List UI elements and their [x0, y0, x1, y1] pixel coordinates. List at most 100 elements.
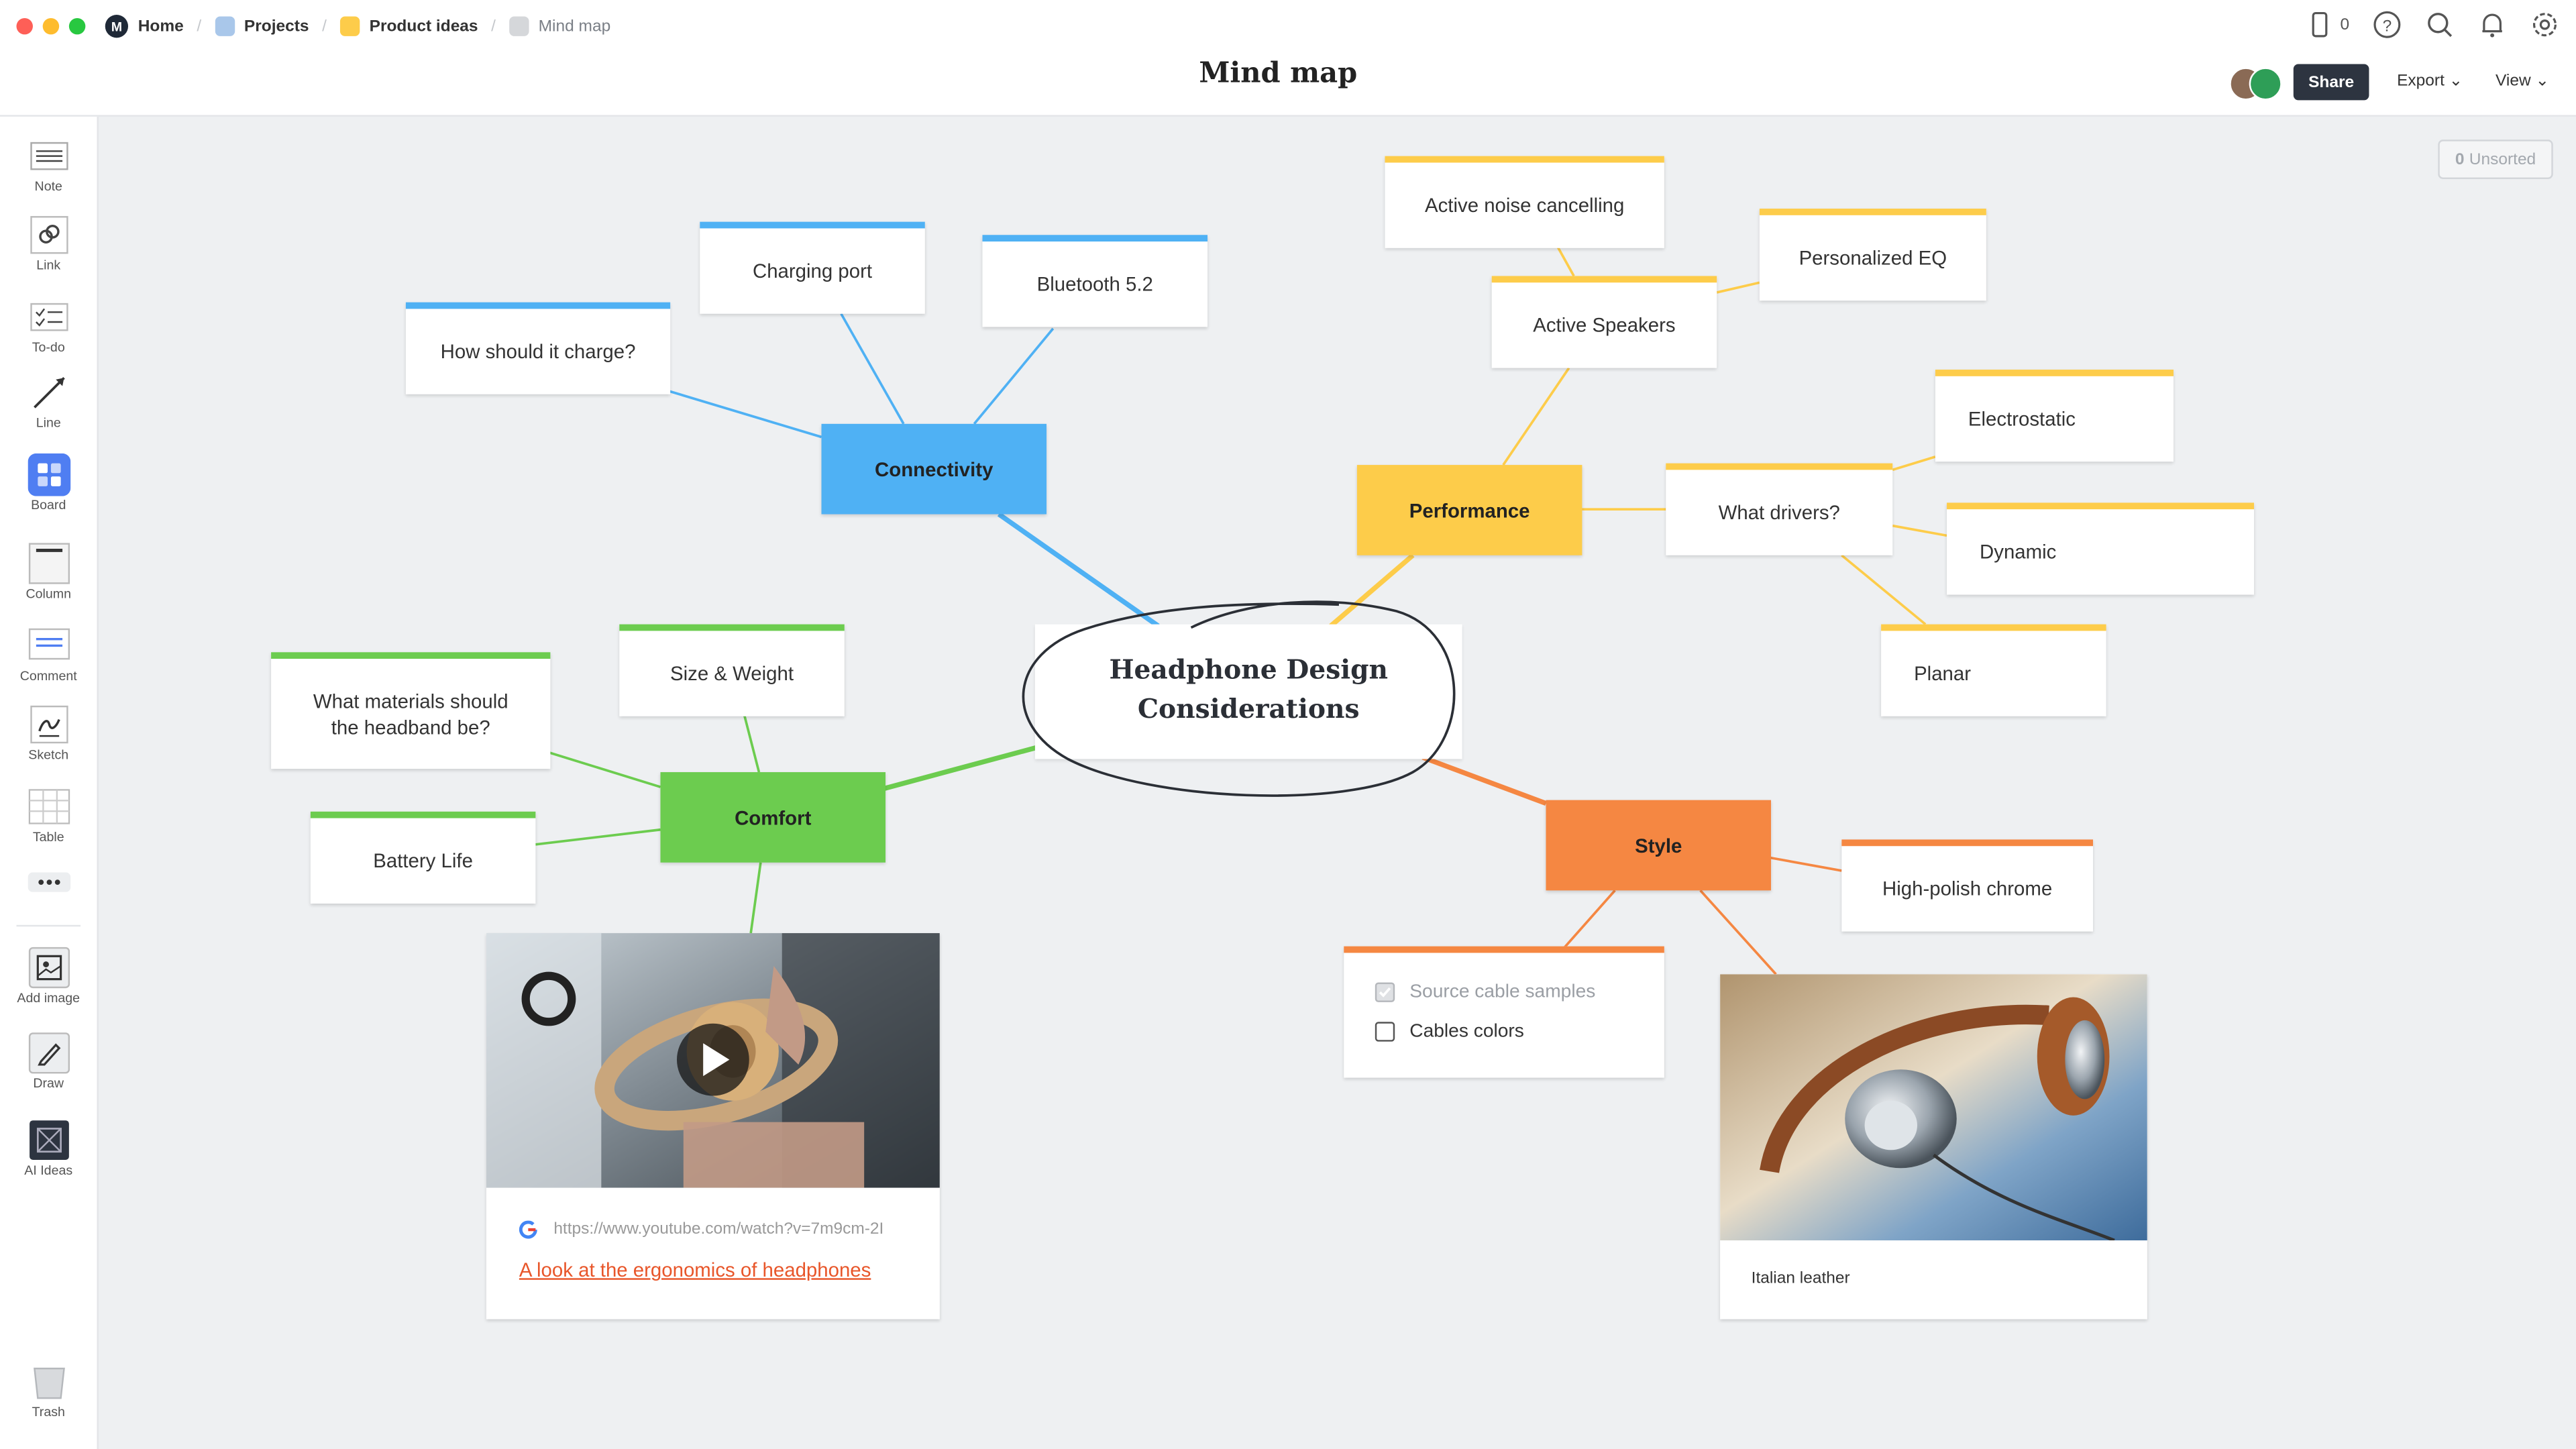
connector-line — [1502, 367, 1570, 466]
tool-column[interactable]: Column — [0, 543, 97, 601]
connector-line — [548, 751, 661, 788]
trash-icon — [32, 1367, 64, 1399]
minimize-window-dot[interactable] — [42, 17, 60, 35]
note-card[interactable]: Personalized EQ — [1759, 209, 1986, 301]
note-card[interactable]: Dynamic — [1947, 502, 2255, 595]
line-icon — [32, 376, 64, 409]
image-card[interactable]: Italian leather — [1720, 974, 2147, 1320]
close-window-dot[interactable] — [16, 17, 33, 35]
note-card[interactable]: Battery Life — [310, 811, 536, 904]
tool-board[interactable]: Board — [0, 453, 97, 513]
hub-comfort[interactable]: Comfort — [660, 772, 886, 863]
video-url[interactable]: https://www.youtube.com/watch?v=7m9cm-2I — [553, 1220, 884, 1239]
connector-line — [1769, 856, 1842, 872]
checkbox-checked[interactable] — [1375, 982, 1395, 1002]
device-button[interactable]: 0 — [2306, 10, 2349, 40]
note-card[interactable]: Bluetooth 5.2 — [982, 235, 1208, 327]
todo-item[interactable]: Cables colors — [1375, 1022, 1524, 1042]
phone-icon — [2312, 12, 2328, 38]
note-card[interactable]: High-polish chrome — [1841, 839, 2094, 932]
top-bar: M Home / Projects / Product ideas / Mind… — [0, 0, 2576, 117]
headphones-photo[interactable] — [1720, 974, 2147, 1240]
table-icon — [28, 789, 69, 824]
board-icon — [214, 16, 235, 36]
more-tools-button[interactable] — [0, 872, 97, 895]
export-menu[interactable]: Export ⌄ — [2397, 72, 2463, 91]
connector-line — [668, 390, 822, 439]
breadcrumb-product-ideas[interactable]: Product ideas — [339, 16, 478, 36]
tool-link[interactable]: Link — [0, 215, 97, 273]
ai-ideas-icon — [28, 1120, 68, 1160]
note-card[interactable]: Planar — [1881, 624, 2106, 716]
note-card[interactable]: Charging port — [700, 221, 925, 314]
note-card[interactable]: Active Speakers — [1491, 276, 1717, 368]
hub-performance[interactable]: Performance — [1356, 465, 1582, 555]
tool-sketch[interactable]: Sketch — [0, 705, 97, 762]
tool-todo[interactable]: To-do — [0, 297, 97, 355]
connector-line — [1699, 890, 1777, 975]
share-button[interactable]: Share — [2293, 64, 2369, 101]
toolbar-sidebar: Note Link To-do Line Board Column Commen… — [0, 116, 99, 1449]
connector-line — [840, 313, 905, 425]
central-topic-text: Headphone Design Considerations — [1109, 653, 1389, 725]
todo-item[interactable]: Source cable samples — [1375, 982, 1595, 1002]
tool-comment[interactable]: Comment — [0, 626, 97, 684]
bell-icon[interactable] — [2477, 10, 2507, 40]
breadcrumb-mind-map[interactable]: Mind map — [508, 16, 610, 36]
tool-line[interactable]: Line — [0, 373, 97, 431]
gear-icon[interactable] — [2530, 10, 2559, 40]
image-caption: Italian leather — [1751, 1270, 1850, 1289]
note-icon — [30, 142, 68, 170]
checklist-icon — [30, 303, 68, 331]
sketch-icon — [30, 705, 68, 744]
trash-button[interactable]: Trash — [0, 1362, 97, 1419]
todo-list-card[interactable]: Source cable samples Cables colors — [1344, 946, 1664, 1078]
connector-line — [1421, 755, 1547, 806]
checkbox[interactable] — [1375, 1022, 1395, 1042]
note-card[interactable]: Active noise cancelling — [1385, 156, 1664, 248]
connector-line — [1841, 554, 1927, 626]
video-title-link[interactable]: A look at the ergonomics of headphones — [519, 1258, 871, 1282]
search-icon[interactable] — [2425, 10, 2455, 40]
note-card[interactable]: How should it charge? — [405, 302, 671, 394]
page-title: Mind map — [1199, 57, 1358, 91]
hub-style[interactable]: Style — [1546, 800, 1772, 891]
board-icon — [27, 453, 70, 496]
note-card[interactable]: What drivers? — [1666, 463, 1893, 555]
maximize-window-dot[interactable] — [68, 17, 86, 35]
connector-line — [1892, 455, 1936, 472]
connector-line — [1556, 246, 1575, 277]
tool-ai-ideas[interactable]: AI Ideas — [0, 1120, 97, 1178]
breadcrumb-projects[interactable]: Projects — [214, 16, 309, 36]
board-icon — [339, 16, 360, 36]
pencil-icon — [28, 1032, 69, 1074]
note-card[interactable]: What materials should the headband be? — [271, 652, 551, 769]
google-icon — [519, 1220, 537, 1239]
avatar[interactable] — [2249, 67, 2282, 101]
breadcrumb-home[interactable]: M Home — [105, 15, 184, 38]
connector-line — [883, 745, 1038, 792]
note-card[interactable]: Electrostatic — [1935, 370, 2174, 462]
connector-line — [535, 828, 661, 846]
tool-note[interactable]: Note — [0, 136, 97, 194]
note-card[interactable]: Size & Weight — [619, 624, 845, 716]
tool-table[interactable]: Table — [0, 787, 97, 845]
milanote-logo-icon: M — [105, 15, 129, 38]
hub-connectivity[interactable]: Connectivity — [821, 423, 1047, 515]
tool-add-image[interactable]: Add image — [0, 947, 97, 1006]
video-link-card[interactable]: https://www.youtube.com/watch?v=7m9cm-2I… — [486, 933, 940, 1320]
video-thumbnail[interactable] — [486, 933, 940, 1188]
view-menu[interactable]: View ⌄ — [2496, 72, 2550, 91]
header-icons: 0 ? — [2306, 10, 2560, 40]
central-topic-card[interactable] — [1034, 624, 1462, 759]
connector-line — [743, 714, 761, 773]
svg-text:?: ? — [2383, 17, 2392, 36]
help-icon[interactable]: ? — [2372, 10, 2402, 40]
link-icon — [30, 216, 68, 254]
image-icon — [28, 947, 69, 989]
connector-line — [1563, 890, 1616, 949]
tool-draw[interactable]: Draw — [0, 1032, 97, 1091]
